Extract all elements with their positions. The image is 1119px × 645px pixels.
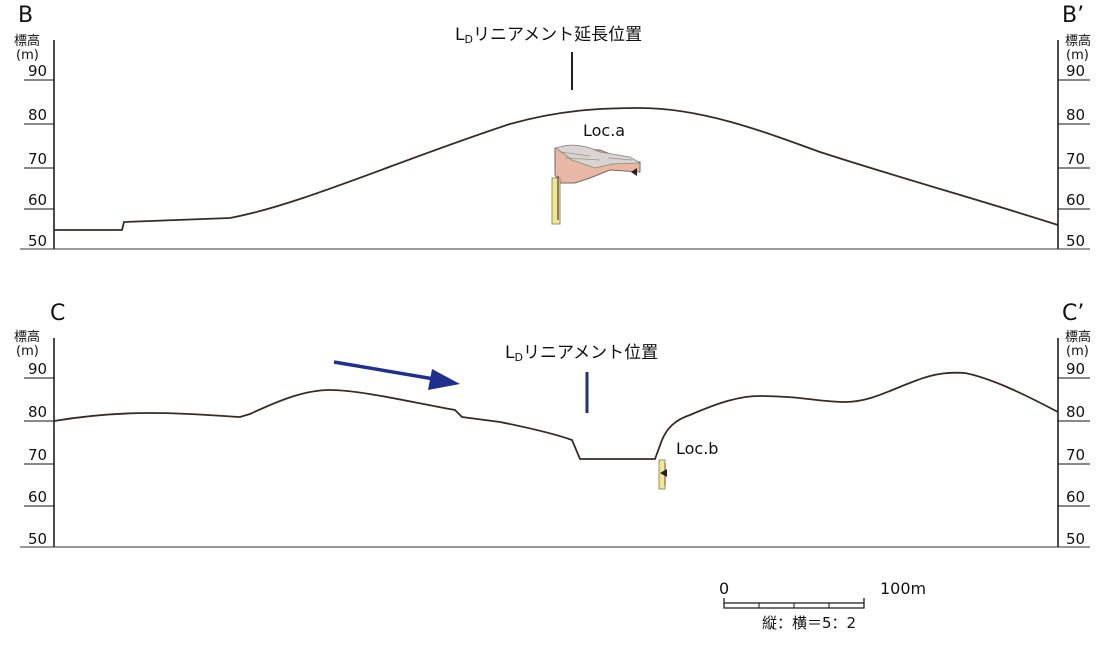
profile-c-right-axis-title: 標高 (1065, 329, 1091, 345)
profile-c-right-tick-50: 50 (1066, 530, 1085, 548)
profile-b-right-axis-title: 標高 (1065, 33, 1091, 49)
profile-c-left-axis-unit: (m) (16, 344, 39, 359)
profile-b-right-label: B’ (1062, 3, 1084, 28)
profile-c-right-tick-70: 70 (1066, 446, 1085, 464)
profile-b-left-tick-70: 70 (28, 150, 47, 168)
profile-c-left-label: C (50, 301, 65, 326)
profile-c-left-axis-title: 標高 (14, 329, 40, 345)
profile-c-right-tick-90: 90 (1066, 360, 1085, 378)
profile-b-left-tick-50: 50 (28, 232, 47, 250)
profile-b-right-tick-60: 60 (1066, 191, 1085, 209)
scale-bar-ratio-label: 縦：横＝5：2 (762, 614, 856, 632)
profile-c-left-tick-80: 80 (28, 403, 47, 421)
loc-a-boring-column (551, 177, 561, 225)
profile-b: B B’ 標高 (m) 90 80 70 60 50 標高 (m) 90 80 … (14, 3, 1091, 250)
profile-c-left-tick-90: 90 (28, 360, 47, 378)
profile-c-left-tick-50: 50 (28, 530, 47, 548)
profile-b-left-label: B (18, 3, 33, 28)
profile-c-right-tick-80: 80 (1066, 403, 1085, 421)
profile-b-left-axis-unit: (m) (16, 48, 39, 63)
profile-c-left-tick-60: 60 (28, 488, 47, 506)
scale-bar-zero-label: 0 (719, 579, 729, 598)
profile-b-left-ticks: 90 80 70 60 50 (24, 62, 54, 250)
profile-c-lineament-label: LDリニアメント位置 (505, 343, 658, 364)
profile-b-right-tick-90: 90 (1066, 62, 1085, 80)
scale-bar-max-label: 100m (880, 579, 926, 598)
profile-b-right-tick-70: 70 (1066, 150, 1085, 168)
profile-b-loc-label: Loc.a (583, 121, 625, 140)
profile-c-right-axis-unit: (m) (1066, 344, 1089, 359)
profile-b-right-tick-50: 50 (1066, 232, 1085, 250)
loc-a-outcrop-sketch (551, 144, 642, 225)
profile-b-lineament-label: LDリニアメント延長位置 (455, 25, 642, 46)
profile-b-terrain-line (54, 107, 1059, 231)
loc-b-boring-column (658, 459, 667, 490)
profile-b-right-ticks: 90 80 70 60 50 (1058, 62, 1090, 250)
arrow-icon (333, 360, 460, 390)
profile-b-left-tick-60: 60 (28, 191, 47, 209)
profile-b-left-tick-90: 90 (28, 62, 47, 80)
profile-b-right-axis-unit: (m) (1066, 48, 1089, 63)
profile-c-right-ticks: 90 80 70 60 50 (1058, 360, 1090, 548)
profile-c-right-tick-60: 60 (1066, 488, 1085, 506)
profile-c-loc-label: Loc.b (676, 439, 718, 458)
profile-c-terrain-line (53, 371, 1059, 460)
profile-b-left-axis-title: 標高 (14, 33, 40, 49)
profile-b-left-tick-80: 80 (28, 106, 47, 124)
profile-b-right-tick-80: 80 (1066, 106, 1085, 124)
profile-c: C C’ 標高 (m) 90 80 70 60 50 標高 (m) 90 80 … (14, 301, 1091, 548)
profile-c-left-tick-70: 70 (28, 446, 47, 464)
scale-bar: 0 100m 縦：横＝5：2 (719, 579, 926, 632)
profile-c-left-ticks: 90 80 70 60 50 (24, 360, 54, 548)
profile-c-right-label: C’ (1062, 301, 1084, 326)
